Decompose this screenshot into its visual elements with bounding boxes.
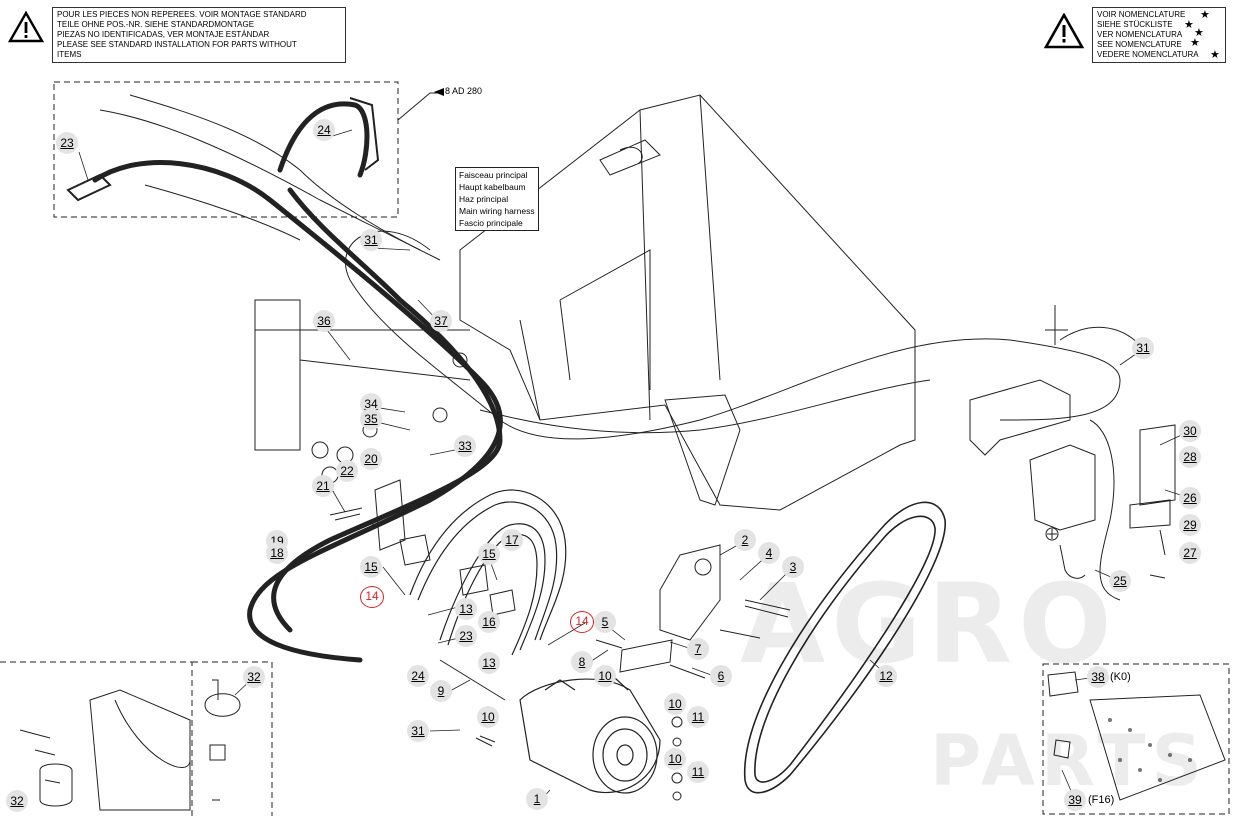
callout-38[interactable]: 38 <box>1087 666 1109 688</box>
inset-box-bottom-left <box>0 661 193 816</box>
callout-24[interactable]: 24 <box>313 119 335 141</box>
callout-13[interactable]: 13 <box>455 598 477 620</box>
callout-11[interactable]: 11 <box>687 761 709 783</box>
harness-line: Faisceau principal <box>459 170 528 180</box>
drive-belt <box>743 501 946 794</box>
wire-harness <box>129 94 421 251</box>
callout-4[interactable]: 4 <box>758 542 780 564</box>
callout-39[interactable]: 39 <box>1064 789 1086 811</box>
callout-20[interactable]: 20 <box>360 448 382 470</box>
callout-24[interactable]: 24 <box>407 665 429 687</box>
callout-17[interactable]: 17 <box>501 529 523 551</box>
note-line: POUR LES PIECES NON REPEREES. VOIR MONTA… <box>57 10 307 19</box>
reference-label: 8 AD 280 <box>445 86 483 96</box>
note-line: ITEMS <box>57 50 82 59</box>
note-line: PIEZAS NO IDENTIFICADAS, VER MONTAJE EST… <box>57 30 270 39</box>
callout-15[interactable]: 15 <box>478 543 500 565</box>
note-line: SEE NOMENCLATURE <box>1097 40 1182 49</box>
f16-label: (F16) <box>1088 794 1115 806</box>
svg-text:★: ★ <box>1184 18 1194 31</box>
note-line: SIEHE STÜCKLISTE <box>1097 20 1173 29</box>
callout-23[interactable]: 23 <box>455 625 477 647</box>
harness-line: Haz principal <box>459 194 509 204</box>
callout-31[interactable]: 31 <box>1132 337 1154 359</box>
callout-8[interactable]: 8 <box>571 651 593 673</box>
harness-line: Main wiring harness <box>459 206 535 216</box>
inset-box-clamp <box>192 661 273 816</box>
inset-box-hoses <box>53 81 399 218</box>
nomenclature-note: VOIR NOMENCLATURE SIEHE STÜCKLISTE VER N… <box>1092 7 1226 63</box>
cab-frame <box>459 94 916 511</box>
k0-label: (K0) <box>1110 671 1131 683</box>
callout-10[interactable]: 10 <box>664 693 686 715</box>
callout-32[interactable]: 32 <box>243 666 265 688</box>
note-line: VER NOMENCLATURA <box>1097 30 1183 39</box>
note-line: TEILE OHNE POS.-NR. SIEHE STANDARDMONTAG… <box>57 20 255 29</box>
callout-7[interactable]: 7 <box>687 638 709 660</box>
callout-18[interactable]: 18 <box>266 542 288 564</box>
callout-25[interactable]: 25 <box>1109 570 1131 592</box>
svg-text:★: ★ <box>1210 48 1220 61</box>
svg-text:★: ★ <box>1190 36 1200 49</box>
callout-16[interactable]: 16 <box>478 611 500 633</box>
standard-install-note: POUR LES PIECES NON REPEREES. VOIR MONTA… <box>52 7 346 63</box>
callout-32[interactable]: 32 <box>6 790 28 812</box>
callout-9[interactable]: 9 <box>430 680 452 702</box>
svg-text:★: ★ <box>1194 26 1204 39</box>
warning-icon <box>1044 13 1084 49</box>
star-icons: ★★★ ★★ <box>1184 8 1220 61</box>
callout-37[interactable]: 37 <box>430 310 452 332</box>
callout-33[interactable]: 33 <box>454 435 476 457</box>
hose-main <box>92 160 503 663</box>
callout-26[interactable]: 26 <box>1179 487 1201 509</box>
callout-10[interactable]: 10 <box>664 748 686 770</box>
callout-13[interactable]: 13 <box>478 652 500 674</box>
note-line: VEDERE NOMENCLATURA <box>1097 50 1199 59</box>
callout-23[interactable]: 23 <box>56 132 78 154</box>
callout-36[interactable]: 36 <box>313 310 335 332</box>
callout-14-highlighted[interactable]: 14 <box>360 586 384 608</box>
callout-10[interactable]: 10 <box>477 706 499 728</box>
callout-35[interactable]: 35 <box>360 408 382 430</box>
relay-board-drawing <box>1089 694 1226 801</box>
callout-11[interactable]: 11 <box>687 706 709 728</box>
note-line: PLEASE SEE STANDARD INSTALLATION FOR PAR… <box>57 40 297 49</box>
callout-1[interactable]: 1 <box>526 788 548 810</box>
warning-icon <box>8 11 44 43</box>
harness-line: Fascio principale <box>459 218 523 228</box>
callout-10[interactable]: 10 <box>594 665 616 687</box>
compressor-drawing <box>519 677 661 794</box>
callout-12[interactable]: 12 <box>875 665 897 687</box>
callout-28[interactable]: 28 <box>1179 446 1201 468</box>
wire-31 <box>344 230 1121 440</box>
callout-27[interactable]: 27 <box>1179 542 1201 564</box>
svg-text:★: ★ <box>1200 8 1210 21</box>
callout-3[interactable]: 3 <box>782 556 804 578</box>
ac-pipe <box>409 489 567 641</box>
callout-14-highlighted[interactable]: 14 <box>570 611 594 633</box>
callout-6[interactable]: 6 <box>710 665 732 687</box>
callout-22[interactable]: 22 <box>336 460 358 482</box>
main-wiring-harness-note: Faisceau principal Haupt kabelbaum Haz p… <box>455 167 539 231</box>
callout-21[interactable]: 21 <box>312 475 334 497</box>
callout-31[interactable]: 31 <box>407 720 429 742</box>
inset-box-relay-board <box>1042 663 1230 815</box>
callout-30[interactable]: 30 <box>1179 420 1201 442</box>
callout-15[interactable]: 15 <box>360 556 382 578</box>
callout-2[interactable]: 2 <box>734 529 756 551</box>
arrow-left-icon <box>434 88 444 96</box>
callout-31[interactable]: 31 <box>360 229 382 251</box>
harness-line: Haupt kabelbaum <box>459 182 526 192</box>
callout-29[interactable]: 29 <box>1179 514 1201 536</box>
note-line: VOIR NOMENCLATURE <box>1097 10 1186 19</box>
callout-5[interactable]: 5 <box>594 611 616 633</box>
